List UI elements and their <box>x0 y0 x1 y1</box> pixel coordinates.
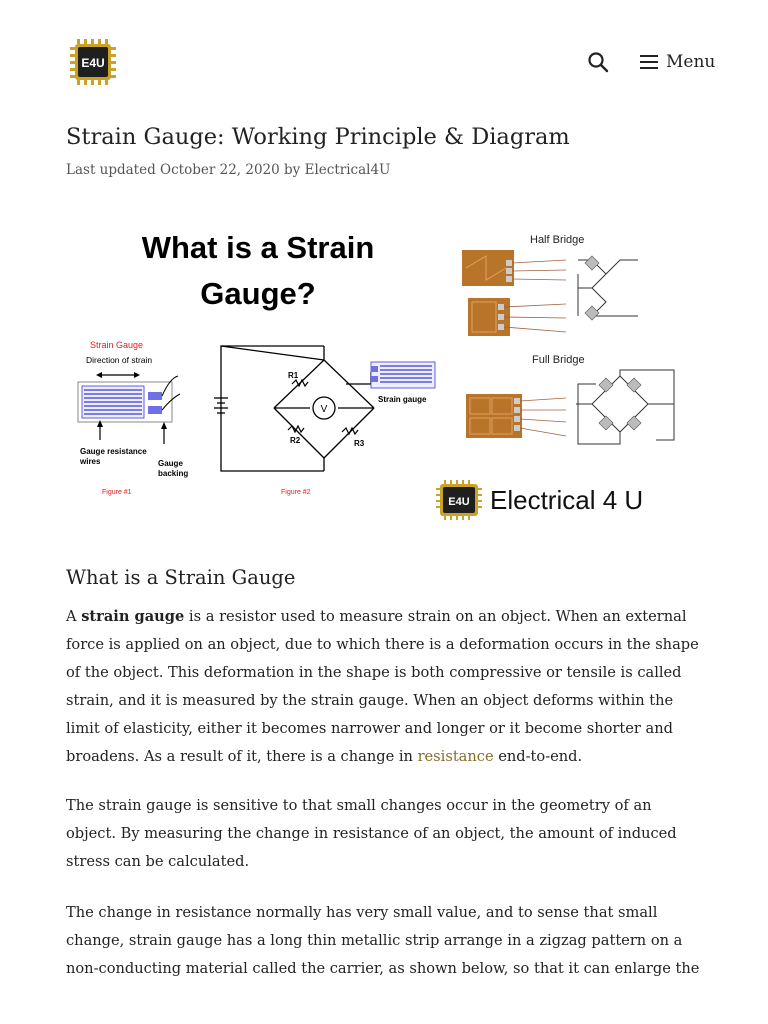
half-bridge-photo: Half Bridge <box>462 234 638 336</box>
meta-prefix: Last updated <box>66 162 161 178</box>
site-logo[interactable]: E4U <box>68 37 118 87</box>
paragraph-2: The strain gauge is sensitive to that sm… <box>66 797 677 870</box>
menu-button[interactable]: Menu <box>640 48 715 76</box>
featured-image: What is a Strain Gauge? Strain Gauge Dir… <box>66 208 706 528</box>
p1-body: is a resistor used to measure strain on … <box>66 608 699 765</box>
fig2-r1: R1 <box>288 371 299 380</box>
page-title: Strain Gauge: Working Principle & Diagra… <box>66 124 570 150</box>
author-link[interactable]: Electrical4U <box>304 162 391 178</box>
brand-name: Electrical 4 U <box>490 485 643 515</box>
paragraph-3: The change in resistance normally has ve… <box>66 904 700 977</box>
post-meta: Last updated October 22, 2020 by Electri… <box>66 162 390 178</box>
hamburger-icon <box>640 55 658 69</box>
svg-text:E4U: E4U <box>81 56 104 70</box>
post-date-link[interactable]: October 22, 2020 <box>160 162 280 178</box>
fig1-label-backing-1: Gauge <box>158 459 183 468</box>
p1-end: end-to-end. <box>493 748 583 765</box>
figure-2-bridge-circuit: V R1 R2 R3 Strain gauge Figure #2 <box>214 345 436 496</box>
menu-label: Menu <box>666 52 716 72</box>
fig2-r3: R3 <box>354 439 365 448</box>
fig1-label-wires-1: Gauge resistance <box>80 447 147 456</box>
fig1-caption: Figure #1 <box>102 489 132 496</box>
image-heading-line2: Gauge? <box>200 276 315 311</box>
fig1-label-backing-2: backing <box>158 469 188 478</box>
fig1-title: Strain Gauge <box>90 340 143 350</box>
image-heading-line1: What is a Strain <box>142 230 375 265</box>
p1-bold-term: strain gauge <box>81 608 185 625</box>
brand-logo: E4U <box>436 480 482 520</box>
fig1-label-wires-2: wires <box>79 457 101 466</box>
meta-by: by <box>279 162 305 178</box>
fig2-strain-label: Strain gauge <box>378 395 427 404</box>
figure-1-strain-gauge: Strain Gauge Direction of strain Gauge r… <box>77 340 188 496</box>
half-bridge-label: Half Bridge <box>530 234 584 246</box>
full-bridge-photo: Full Bridge <box>466 354 675 445</box>
fig2-r2: R2 <box>290 436 301 445</box>
site-header: E4U Menu <box>0 0 768 110</box>
p1-start: A <box>66 608 82 625</box>
full-bridge-label: Full Bridge <box>532 354 585 366</box>
brand-logo-text: E4U <box>448 496 469 508</box>
fig2-voltmeter: V <box>321 404 328 415</box>
search-icon[interactable] <box>586 50 610 74</box>
resistance-link[interactable]: resistance <box>417 748 494 765</box>
fig2-caption: Figure #2 <box>281 489 311 496</box>
section-heading: What is a Strain Gauge <box>66 566 296 589</box>
paragraph-1: A strain gauge is a resistor used to mea… <box>66 603 700 771</box>
fig1-direction: Direction of strain <box>86 355 152 365</box>
